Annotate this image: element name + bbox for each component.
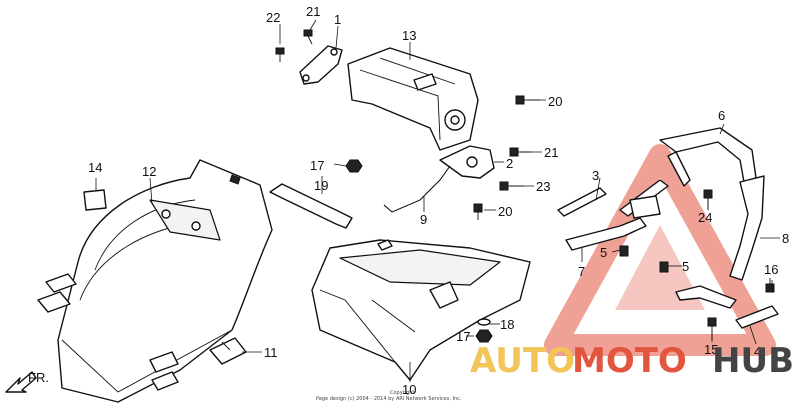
license-bracket-part [439,145,495,179]
label-1: 1 [334,12,341,27]
label-21-lower: 21 [544,145,558,160]
label-17-upper: 17 [310,158,324,173]
collar-5b-part [659,261,669,273]
watermark-auto: AUTO [470,341,575,381]
rail-bracket-lower-part [565,217,647,251]
copyright-line-1: Copyright [390,390,414,396]
bolt-22-part [275,47,285,62]
label-19: 19 [314,178,328,193]
label-4: 4 [754,344,761,359]
label-7: 7 [578,264,585,279]
bracket-part [347,47,479,151]
label-11: 11 [264,345,278,360]
label-23: 23 [536,179,550,194]
label-5-left: 5 [600,245,607,260]
label-6: 6 [718,108,725,123]
label-9: 9 [420,212,427,227]
rail-bracket-left-part [557,187,607,217]
label-3: 3 [592,168,599,183]
front-arrow: FR. [5,370,49,393]
label-18: 18 [500,317,514,332]
reflector-part [83,189,107,211]
foot-bar-part [675,285,779,329]
stay-plate-part [299,45,343,85]
nut-17-lower-part [475,329,493,343]
watermark-hub: HUB [712,341,794,381]
label-12: 12 [142,164,156,179]
label-20-upper: 20 [548,94,562,109]
inner-fender-part [311,239,531,381]
label-21-upper: 21 [306,4,320,19]
collar-5a-part [619,245,629,257]
washer-18-part [477,318,491,326]
cable-part [383,165,451,213]
nut-17-upper-part [345,159,363,173]
label-20-lower: 20 [498,204,512,219]
grab-strip-part [269,183,353,229]
rear-fender-part [37,159,273,403]
label-5-right: 5 [682,259,689,274]
label-22: 22 [266,10,280,25]
watermark-wordmark: AUTO MOTO HUB [470,341,794,381]
label-24: 24 [698,210,712,225]
label-10: 10 [402,382,416,397]
label-13: 13 [402,28,416,43]
label-2: 2 [506,156,513,171]
front-label: FR. [28,370,49,385]
bolt-21-part [303,29,313,45]
bolt-16-part [765,278,775,293]
side-rail-part [619,175,765,281]
label-15: 15 [704,342,718,357]
watermark-moto: MOTO [572,341,687,381]
label-8: 8 [782,231,789,246]
copyright-line-2: Page design (c) 2004 - 2014 by ARI Netwo… [316,396,462,402]
leader-lines [95,19,780,382]
label-14: 14 [88,160,102,175]
label-16: 16 [764,262,778,277]
bolt-20-lower-part [473,203,483,220]
label-17-lower: 17 [456,329,470,344]
